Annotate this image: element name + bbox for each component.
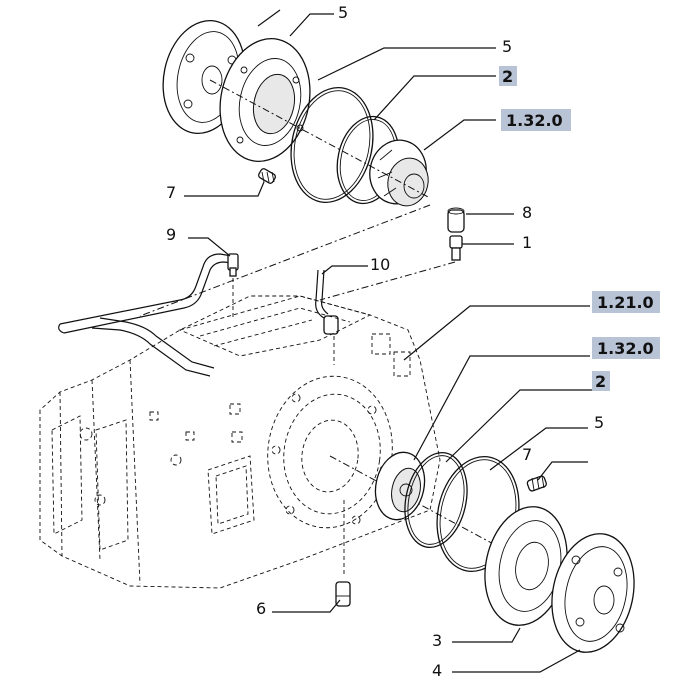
label-top-1320: 1.32.0 [506,111,563,130]
brake-pipe-9[interactable] [58,253,233,377]
label-ref-1210: 1.21.0 [597,293,654,312]
upper-piston-assembly[interactable] [364,135,433,210]
lower-brake-disc-4[interactable] [541,526,644,660]
label-top-5b: 5 [502,37,512,56]
leader-lines [184,9,596,673]
label-mid-10: 10 [370,255,390,274]
label-low-6: 6 [256,599,266,618]
label-low-5: 5 [594,413,604,432]
lower-piston-assembly[interactable] [369,448,430,524]
label-right-8: 8 [522,203,532,222]
lower-spring-7[interactable] [526,475,547,492]
label-left-7: 7 [166,183,176,202]
reference-box-top-1320[interactable]: 1.32.0 [501,109,571,131]
transmission-housing[interactable] [39,295,441,589]
upper-housing-plate[interactable] [209,30,321,170]
reference-box-2b[interactable]: 2 [592,371,610,391]
bleed-screw-1[interactable] [449,235,463,261]
reference-box-1320b[interactable]: 1.32.0 [592,337,660,359]
fitting-10[interactable] [315,269,339,335]
lower-plate-3[interactable] [474,499,577,633]
label-low-3: 3 [432,631,442,650]
label-ref-2b: 2 [595,372,606,391]
upper-spring-7[interactable] [258,168,277,185]
label-top-2: 2 [502,67,513,86]
label-right-1: 1 [522,233,532,252]
label-ref-1320b: 1.32.0 [597,339,654,358]
label-low-7: 7 [522,445,532,464]
label-top-5a: 5 [338,3,348,22]
bleed-cap-8[interactable] [447,207,465,233]
lower-large-seal-ring[interactable] [397,447,476,553]
reference-box-top-2[interactable]: 2 [499,66,517,86]
reference-box-1210[interactable]: 1.21.0 [592,291,660,313]
fitting-9-union[interactable] [227,253,239,277]
label-low-4: 4 [432,661,442,680]
upper-large-seal-ring[interactable] [281,80,383,210]
label-left-9: 9 [166,225,176,244]
